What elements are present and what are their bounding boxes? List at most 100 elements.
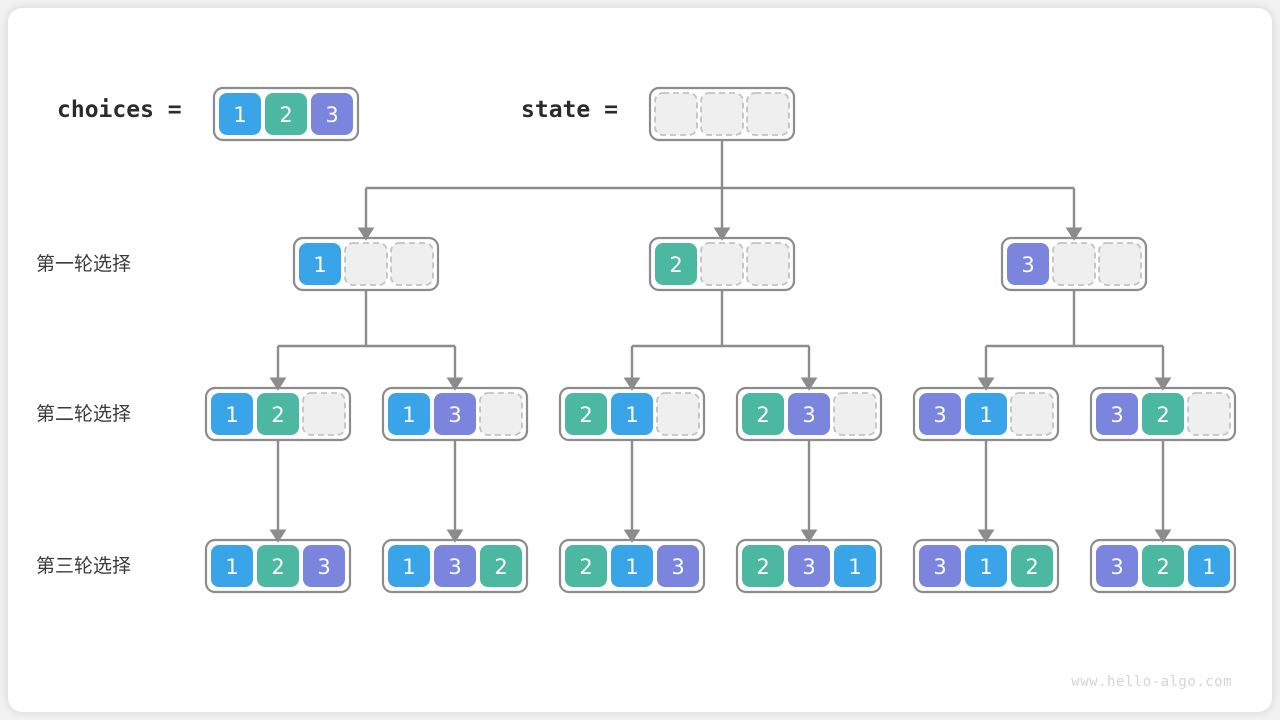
row-label-round-2: 第二轮选择 — [36, 403, 131, 425]
array-cell-value: 2 — [1156, 555, 1169, 579]
array-cell-value: 2 — [579, 403, 592, 427]
array-cell-value: 3 — [325, 103, 338, 127]
array-cell-value: 3 — [802, 555, 815, 579]
state-array — [648, 86, 796, 142]
array-cell-value: 1 — [225, 403, 238, 427]
array-frame — [1089, 538, 1237, 594]
array-cell-value: 1 — [313, 253, 326, 277]
array-cell-filled — [303, 545, 345, 587]
array-cell-value: 1 — [402, 555, 415, 579]
array-cell-empty — [833, 392, 877, 436]
diagram-card — [8, 8, 1272, 712]
array-cell-filled — [211, 393, 253, 435]
array-cell-filled — [742, 545, 784, 587]
array-cell-value: 2 — [669, 253, 682, 277]
array-cell-filled — [1007, 243, 1049, 285]
round-1-array-2: 2 — [648, 236, 796, 292]
row-label-round-3: 第三轮选择 — [36, 555, 131, 577]
array-cell-filled — [257, 545, 299, 587]
array-cell-empty — [746, 92, 790, 136]
array-frame — [381, 538, 529, 594]
array-cell-value: 2 — [279, 103, 292, 127]
array-cell-empty — [700, 242, 744, 286]
array-cell-filled — [1142, 545, 1184, 587]
array-cell-filled — [611, 393, 653, 435]
array-cell-value: 1 — [979, 555, 992, 579]
array-cell-value: 2 — [271, 403, 284, 427]
array-frame — [558, 538, 706, 594]
array-cell-empty — [746, 242, 790, 286]
array-cell-value: 3 — [448, 555, 461, 579]
array-cell-filled — [788, 545, 830, 587]
array-frame — [735, 386, 883, 442]
array-cell-value: 1 — [625, 403, 638, 427]
array-cell-filled — [1142, 393, 1184, 435]
array-frame — [292, 236, 440, 292]
array-cell-value: 2 — [756, 403, 769, 427]
array-frame — [558, 386, 706, 442]
array-cell-empty — [479, 392, 523, 436]
array-cell-filled — [655, 243, 697, 285]
array-frame — [648, 86, 796, 142]
array-cell-value: 2 — [756, 555, 769, 579]
array-cell-filled — [1096, 393, 1138, 435]
array-cell-filled — [434, 545, 476, 587]
array-cell-filled — [565, 393, 607, 435]
array-cell-empty — [1098, 242, 1142, 286]
array-cell-empty — [1187, 392, 1231, 436]
array-cell-empty — [654, 92, 698, 136]
array-cell-filled — [1188, 545, 1230, 587]
round-1-array-1: 1 — [292, 236, 440, 292]
array-cell-value: 3 — [671, 555, 684, 579]
array-frame — [912, 386, 1060, 442]
array-cell-value: 1 — [225, 555, 238, 579]
array-cell-filled — [311, 93, 353, 135]
array-cell-value: 3 — [802, 403, 815, 427]
round-1-array-3: 3 — [1000, 236, 1148, 292]
array-cell-filled — [1096, 545, 1138, 587]
array-cell-filled — [565, 545, 607, 587]
array-cell-empty — [344, 242, 388, 286]
array-frame — [912, 538, 1060, 594]
array-cell-value: 3 — [1021, 253, 1034, 277]
array-cell-filled — [257, 393, 299, 435]
state-label: state = — [521, 97, 618, 123]
array-cell-filled — [834, 545, 876, 587]
array-cell-empty — [1052, 242, 1096, 286]
array-cell-value: 3 — [1110, 555, 1123, 579]
round-3-array-6: 3 2 1 — [1089, 538, 1237, 594]
array-cell-value: 1 — [979, 403, 992, 427]
array-cell-filled — [788, 393, 830, 435]
array-frame — [204, 386, 352, 442]
tree-connectors — [269, 140, 1172, 543]
array-frame — [204, 538, 352, 594]
array-cell-filled — [219, 93, 261, 135]
array-cell-value: 1 — [625, 555, 638, 579]
array-cell-filled — [299, 243, 341, 285]
array-cell-value: 1 — [1202, 555, 1215, 579]
array-cell-filled — [742, 393, 784, 435]
text-labels: choices = state = 第一轮选择 第二轮选择 第三轮选择 www.… — [36, 97, 1232, 690]
choices-label: choices = — [57, 97, 182, 123]
array-cell-empty — [1010, 392, 1054, 436]
array-cell-filled — [919, 393, 961, 435]
array-cell-value: 3 — [1110, 403, 1123, 427]
array-cell-filled — [965, 545, 1007, 587]
array-cell-filled — [919, 545, 961, 587]
array-cell-filled — [388, 545, 430, 587]
array-cell-filled — [657, 545, 699, 587]
array-cell-empty — [302, 392, 346, 436]
array-cell-value: 2 — [1025, 555, 1038, 579]
watermark: www.hello-algo.com — [1071, 674, 1232, 690]
